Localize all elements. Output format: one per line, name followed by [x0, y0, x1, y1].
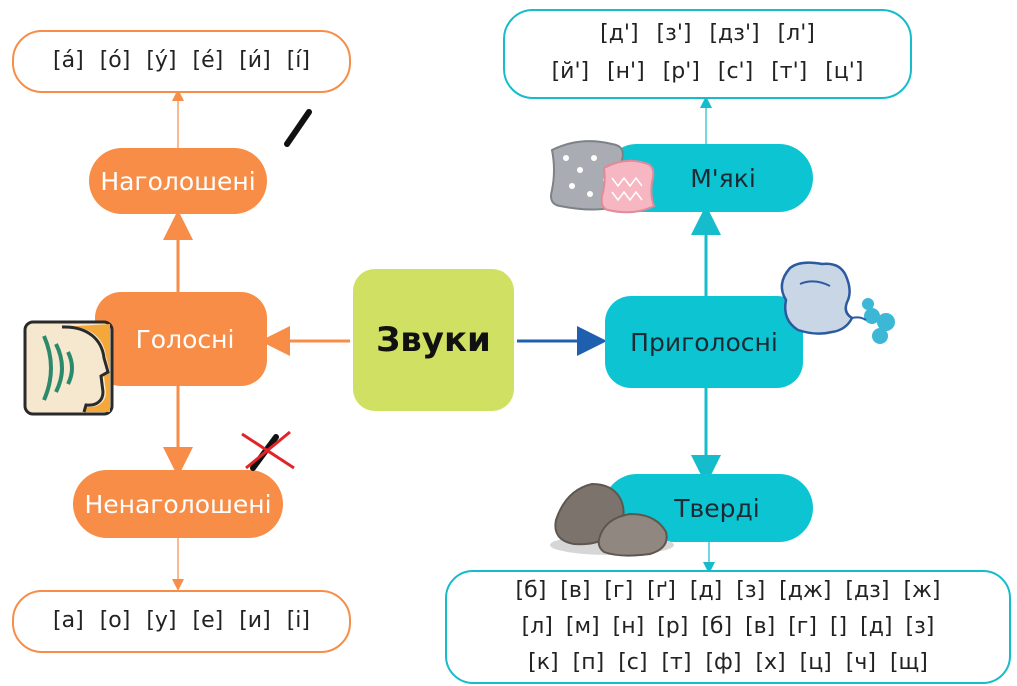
sound-item: [и]: [239, 608, 271, 633]
sound-item: [щ]: [889, 650, 928, 675]
hard-row-2: [л] [м] [н] [р] [б] [в] [г] [] [д] [з]: [447, 614, 1009, 639]
hard-node: Тверді: [603, 474, 813, 542]
sound-item: [ж]: [903, 578, 941, 603]
sound-item: [й']: [551, 59, 590, 84]
sound-item: [у́]: [146, 48, 177, 73]
sound-item: [г]: [788, 614, 817, 639]
hard-row-3: [к] [п] [с] [т] [ф] [х] [ц] [ч] [щ]: [447, 650, 1009, 675]
stressed-vowels-list: [а́] [о́] [у́] [е́] [и́] [і́]: [12, 30, 351, 93]
soft-row-1: [д'] [з'] [дз'] [л']: [505, 21, 910, 46]
sound-item: [і́]: [286, 48, 310, 73]
sound-item: [ч]: [845, 650, 876, 675]
sound-item: [н']: [607, 59, 645, 84]
sound-item: [с]: [618, 650, 648, 675]
soft-label: М'які: [690, 163, 756, 193]
sound-item: [о]: [99, 608, 131, 633]
sound-item: [в]: [745, 614, 776, 639]
sound-item: [е]: [192, 608, 224, 633]
hard-label: Тверді: [674, 493, 760, 523]
sound-item: [дз]: [845, 578, 890, 603]
sound-item: [з]: [736, 578, 766, 603]
vowels-node: Голосні: [95, 292, 267, 386]
sound-item: [з]: [905, 614, 935, 639]
soft-consonants-list: [д'] [з'] [дз'] [л'] [й'] [н'] [р'] [с']…: [503, 9, 912, 99]
soft-node: М'які: [603, 144, 813, 212]
sound-item: [г]: [604, 578, 634, 603]
sound-item: [т]: [661, 650, 692, 675]
sound-item: [к]: [528, 650, 559, 675]
sound-item: [с']: [717, 59, 754, 84]
sound-item: [а́]: [53, 48, 84, 73]
center-label: Звуки: [376, 320, 491, 360]
sound-item: [і]: [286, 608, 310, 633]
sound-item: [р]: [657, 614, 689, 639]
stressed-label: Наголошені: [100, 166, 256, 196]
sound-item: [е́]: [192, 48, 224, 73]
sound-item: [б]: [701, 614, 733, 639]
unstressed-vowels-list: [а] [о] [у] [е] [и] [і]: [12, 590, 351, 653]
consonants-node: Приголосні: [605, 296, 803, 388]
sound-item: [ц']: [825, 59, 864, 84]
sound-item: [л']: [777, 21, 815, 46]
stressed-node: Наголошені: [89, 148, 267, 214]
sound-item: [р']: [662, 59, 700, 84]
stressed-vowels-row: [а́] [о́] [у́] [е́] [и́] [і́]: [14, 48, 349, 73]
hard-row-1: [б] [в] [г] [ґ] [д] [з] [дж] [дз] [ж]: [447, 578, 1009, 603]
soft-row-2: [й'] [н'] [р'] [с'] [т'] [ц']: [505, 59, 910, 84]
sound-item: [дж]: [779, 578, 832, 603]
sound-item: [ц]: [799, 650, 832, 675]
sound-item: [о́]: [99, 48, 131, 73]
sound-item: [н]: [612, 614, 645, 639]
sound-item: [б]: [515, 578, 547, 603]
hard-consonants-list: [б] [в] [г] [ґ] [д] [з] [дж] [дз] [ж] [л…: [445, 570, 1011, 684]
sound-item: [м]: [565, 614, 600, 639]
sound-item: [п]: [572, 650, 605, 675]
sound-item: [х]: [755, 650, 786, 675]
sound-item: [в]: [560, 578, 591, 603]
sound-item: [дз']: [709, 21, 760, 46]
consonants-label: Приголосні: [630, 327, 778, 357]
sound-item: [а]: [53, 608, 84, 633]
unstressed-label: Ненаголошені: [84, 489, 272, 519]
sound-item: [т']: [771, 59, 808, 84]
sound-item: [и́]: [239, 48, 271, 73]
vowels-label: Голосні: [135, 324, 235, 354]
sound-item: []: [829, 614, 848, 639]
sound-item: [д]: [689, 578, 723, 603]
center-node-sounds: Звуки: [353, 269, 514, 411]
sound-item: [д]: [860, 614, 893, 639]
sound-item: [ґ]: [647, 578, 676, 603]
sound-item: [л]: [521, 614, 553, 639]
sound-item: [д']: [600, 21, 639, 46]
sound-item: [у]: [146, 608, 177, 633]
unstressed-node: Ненаголошені: [73, 470, 283, 538]
sound-item: [з']: [656, 21, 692, 46]
unstressed-vowels-row: [а] [о] [у] [е] [и] [і]: [14, 608, 349, 633]
sound-item: [ф]: [705, 650, 742, 675]
